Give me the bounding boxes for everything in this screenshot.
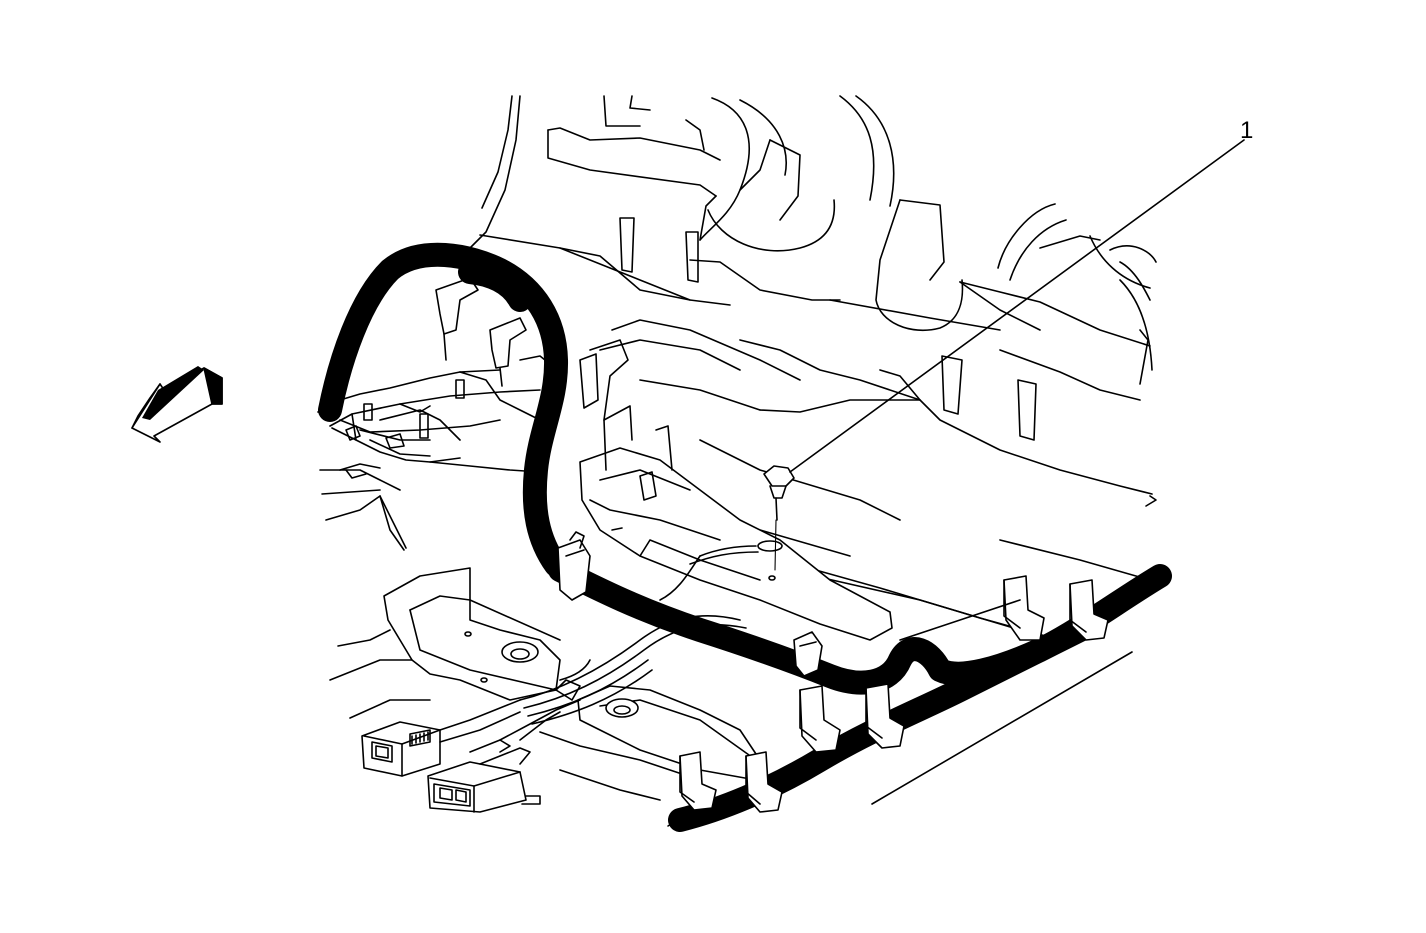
- harness-clip-left: [557, 531, 591, 601]
- left-harness-loop: [318, 242, 569, 577]
- harness-clip-right-lower: [679, 683, 905, 813]
- bolt-icon: [763, 465, 795, 487]
- harness-clip-right-upper: [1003, 575, 1109, 641]
- callout-label: 1: [1240, 117, 1253, 144]
- floor-lines: [871, 539, 1151, 805]
- callout-1: 1: [789, 117, 1253, 473]
- harness-clip-center: [793, 631, 823, 677]
- connector-right: [427, 699, 581, 813]
- seat-riser-left: [329, 567, 561, 719]
- ground-bolt: [659, 465, 795, 601]
- connector-left: [361, 699, 521, 777]
- front-direction-arrow-icon: [131, 366, 223, 443]
- seat-bracket-assembly: [317, 277, 551, 551]
- center-crossmember: [579, 339, 893, 641]
